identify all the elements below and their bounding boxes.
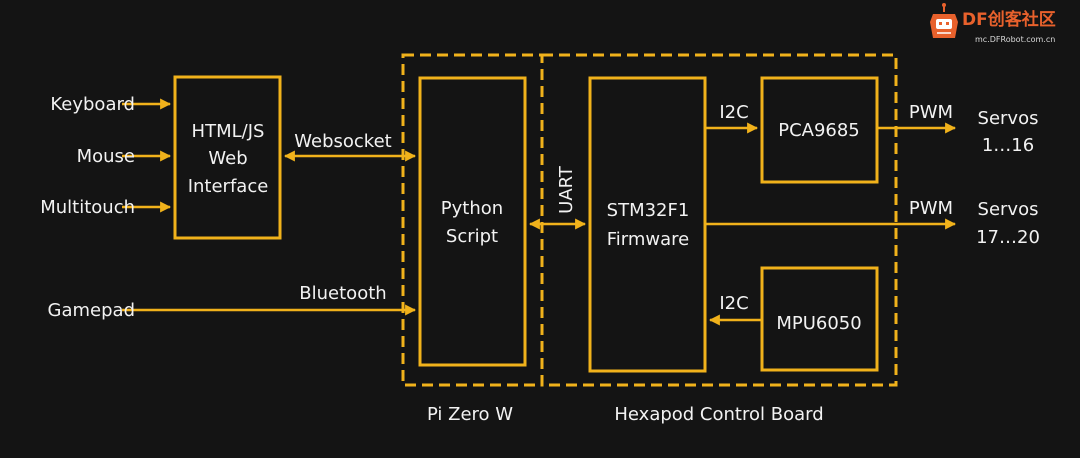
pca9685-block: [760, 76, 879, 184]
python-script-block: [418, 76, 527, 367]
keyboard-label: Keyboard: [50, 94, 135, 115]
pwm-top-label: PWM: [909, 102, 953, 123]
multitouch-label: Multitouch: [40, 197, 135, 218]
dfrobot-logo: DF创客社区 mc.DFRobot.com.cn: [930, 3, 1056, 44]
pi-zero-group: [401, 53, 544, 387]
control-board-group: [540, 53, 898, 387]
logo-url: mc.DFRobot.com.cn: [975, 35, 1055, 44]
python-script-line-1: Python: [441, 198, 503, 219]
web-interface-line-3: Interface: [188, 176, 269, 197]
mouse-label: Mouse: [77, 146, 135, 167]
control-board-label: Hexapod Control Board: [614, 404, 823, 425]
mpu6050-label: MPU6050: [776, 313, 861, 334]
servos-a-line-1: Servos: [978, 108, 1039, 129]
web-interface-line-2: Web: [208, 148, 247, 169]
i2c-bottom-label: I2C: [719, 293, 748, 314]
servos-b-line-1: Servos: [978, 199, 1039, 220]
python-script-line-2: Script: [446, 226, 498, 247]
uart-label: UART: [556, 165, 577, 214]
pca9685-label: PCA9685: [778, 120, 860, 141]
pwm-mid-label: PWM: [909, 198, 953, 219]
servos-b-line-2: 17…20: [976, 227, 1040, 248]
firmware-line-1: STM32F1: [607, 200, 690, 221]
bluetooth-label: Bluetooth: [299, 283, 386, 304]
pi-zero-label: Pi Zero W: [427, 404, 513, 425]
web-interface-line-1: HTML/JS: [192, 121, 265, 142]
robot-head-icon: [930, 3, 958, 38]
logo-brand: DF创客社区: [962, 9, 1056, 30]
websocket-label: Websocket: [294, 131, 391, 152]
gamepad-label: Gamepad: [48, 300, 135, 321]
firmware-block: [588, 76, 707, 373]
servos-a-line-2: 1…16: [982, 135, 1034, 156]
web-interface-block: [173, 75, 282, 240]
firmware-line-2: Firmware: [607, 229, 690, 250]
i2c-top-label: I2C: [719, 102, 748, 123]
